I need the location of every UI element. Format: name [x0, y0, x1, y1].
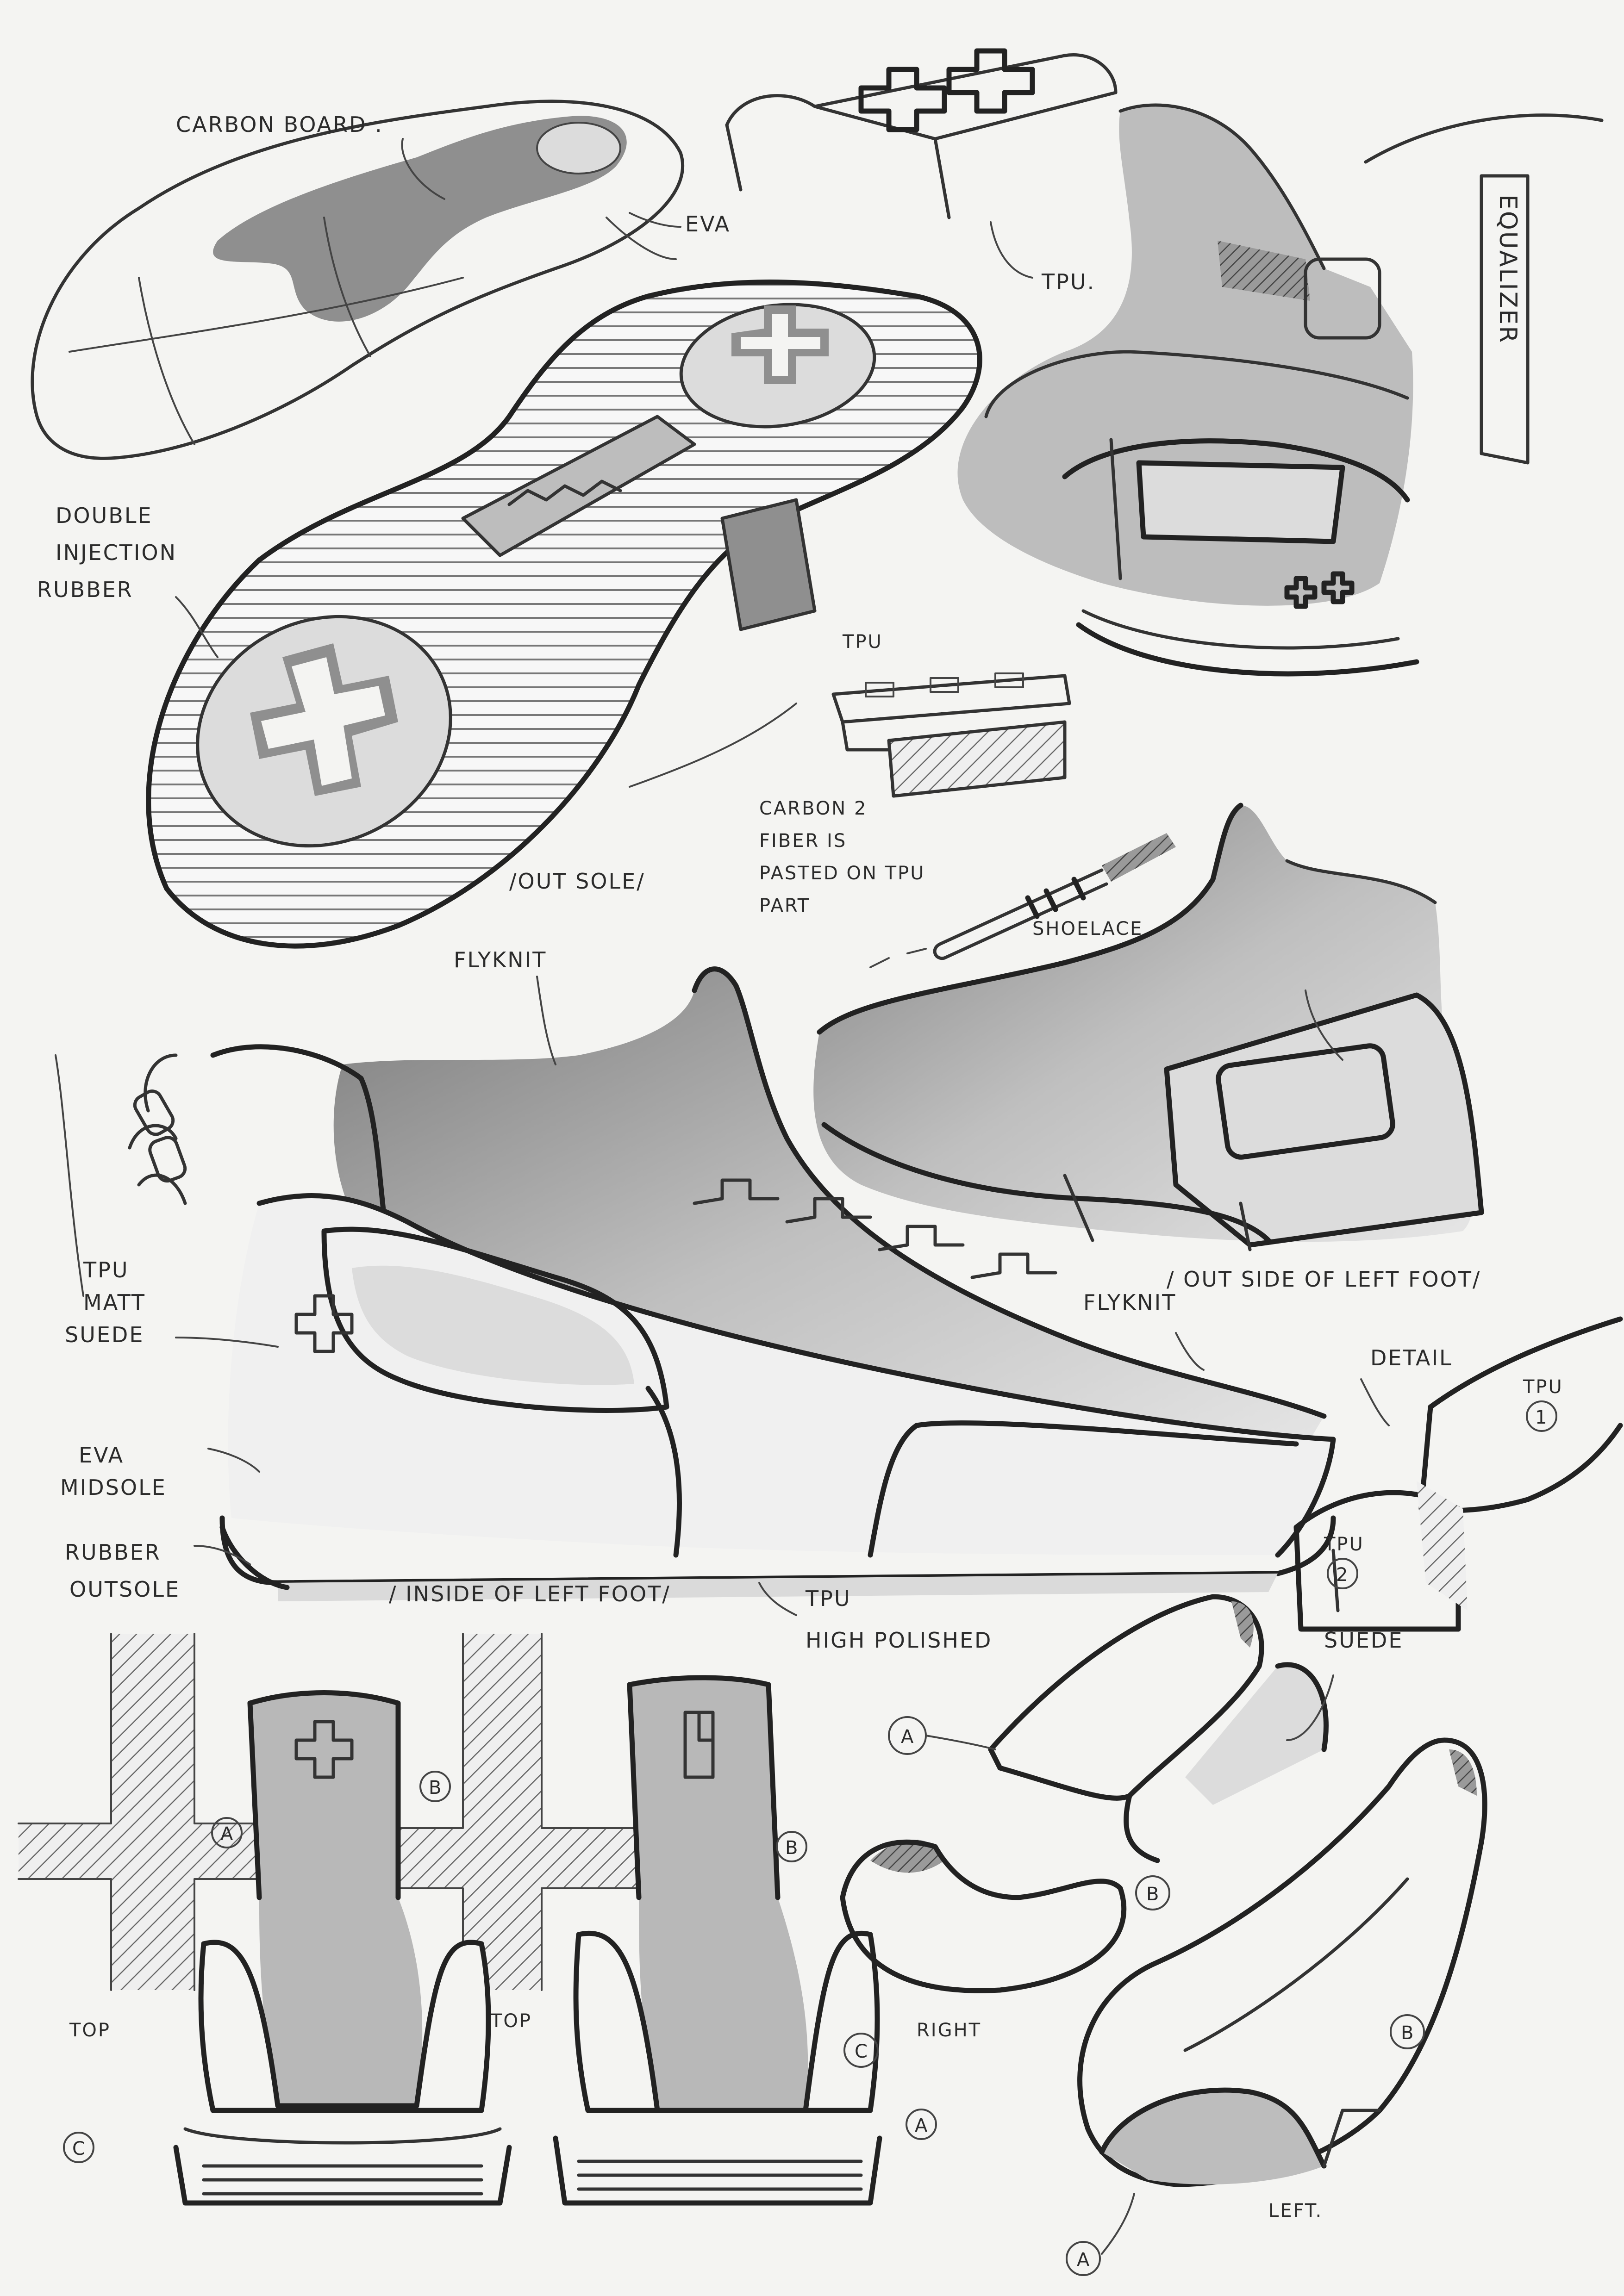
- eva-top-label: EVA: [685, 212, 731, 236]
- suede-left-label: SUEDE: [65, 1322, 144, 1347]
- inside-left-label: / INSIDE OF LEFT FOOT/: [389, 1581, 671, 1606]
- tpu2-circle: 2: [1336, 1564, 1349, 1586]
- carbon2-label: CARBON 2: [759, 798, 867, 819]
- comp2-call-b: B: [1401, 2022, 1415, 2044]
- components-exploded: SUEDE A B C RIGHT B A LEFT.: [840, 1594, 1487, 2276]
- tpu-hp-label-1: TPU: [805, 1586, 851, 1611]
- rear-view-1: A B C: [63, 1690, 512, 2206]
- comp-call-a: A: [901, 1726, 915, 1748]
- outside-left-shoe: / OUT SIDE OF LEFT FOOT/: [813, 803, 1484, 1292]
- rubber-out-label-1: RUBBER: [65, 1540, 161, 1565]
- tpu-top-label: TPU.: [1041, 269, 1095, 294]
- pasted-on-label: PASTED ON TPU: [759, 863, 925, 884]
- comp-call-b: B: [1146, 1884, 1160, 1905]
- tpu-mid-label: TPU: [842, 631, 883, 653]
- rear2-call-a: A: [915, 2115, 929, 2136]
- fiber-is-label: FIBER IS: [759, 830, 847, 852]
- shoelace-label: SHOELACE: [1032, 918, 1143, 940]
- tpu1-label: TPU: [1523, 1376, 1563, 1398]
- outsole-label: /OUT SOLE/: [509, 869, 645, 894]
- eva-mid-label-1: EVA: [79, 1443, 124, 1468]
- tpu-matt-label-1: TPU: [83, 1257, 129, 1282]
- carbon-board-label: CARBON BOARD .: [176, 112, 383, 137]
- tpu1-circle: 1: [1535, 1407, 1548, 1428]
- inside-left-shoe: FLYKNIT FLYKNIT TPU MATT SUEDE EVA MIDSO…: [55, 947, 1336, 1653]
- tpu2-label: TPU: [1324, 1534, 1364, 1555]
- comp-call-c: C: [855, 2041, 869, 2062]
- top1-label: TOP: [69, 2020, 111, 2041]
- part-label: PART: [759, 895, 810, 916]
- rear1-call-c: C: [72, 2138, 87, 2159]
- injection-label: INJECTION: [56, 540, 177, 565]
- tpu-part-sketch: TPU CARBON 2 FIBER IS PASTED ON TPU PART: [759, 631, 1071, 916]
- flyknit-mid-label: FLYKNIT: [1083, 1290, 1176, 1315]
- detail-sketch: DETAIL TPU 1 TPU 2: [1293, 1316, 1623, 1632]
- detail-label: DETAIL: [1370, 1345, 1453, 1370]
- left-label: LEFT.: [1268, 2200, 1323, 2221]
- tpu-hp-label-2: HIGH POLISHED: [806, 1628, 992, 1653]
- outside-left-label: / OUT SIDE OF LEFT FOOT/: [1167, 1267, 1481, 1292]
- rear1-call-b: B: [429, 1777, 443, 1798]
- cross-emblem-top: [858, 48, 1035, 132]
- rear-view-2: B A: [553, 1675, 937, 2206]
- equalizer-brand: EQUALIZER: [1494, 194, 1522, 344]
- flyknit-top-label: FLYKNIT: [454, 947, 547, 972]
- comp2-call-a: A: [1077, 2249, 1091, 2271]
- rubber-out-label-2: OUTSOLE: [69, 1577, 180, 1602]
- suede-right-label: SUEDE: [1324, 1628, 1403, 1653]
- eva-mid-label-2: MIDSOLE: [60, 1475, 167, 1500]
- tpu-matt-label-2: MATT: [83, 1290, 146, 1315]
- heel-3q-sketch: EQUALIZER: [957, 103, 1604, 677]
- rubber-label: RUBBER: [37, 577, 133, 602]
- right-label: RIGHT: [917, 2020, 981, 2041]
- tpu-clip-sketch: TPU.: [725, 48, 1118, 294]
- rear1-call-a: A: [220, 1823, 234, 1845]
- top-view-patterns: TOP TOP: [18, 1633, 658, 2041]
- shoelace-sketch: SHOELACE: [869, 833, 1176, 968]
- rear2-call-b: B: [785, 1837, 799, 1859]
- double-label: DOUBLE: [56, 503, 153, 528]
- cross-badge-heel: [1284, 571, 1355, 609]
- top2-label: TOP: [490, 2010, 532, 2032]
- insole-sketch: CARBON BOARD . EVA: [31, 100, 731, 460]
- outsole-sketch: /OUT SOLE/ DOUBLE INJECTION RUBBER: [37, 280, 982, 949]
